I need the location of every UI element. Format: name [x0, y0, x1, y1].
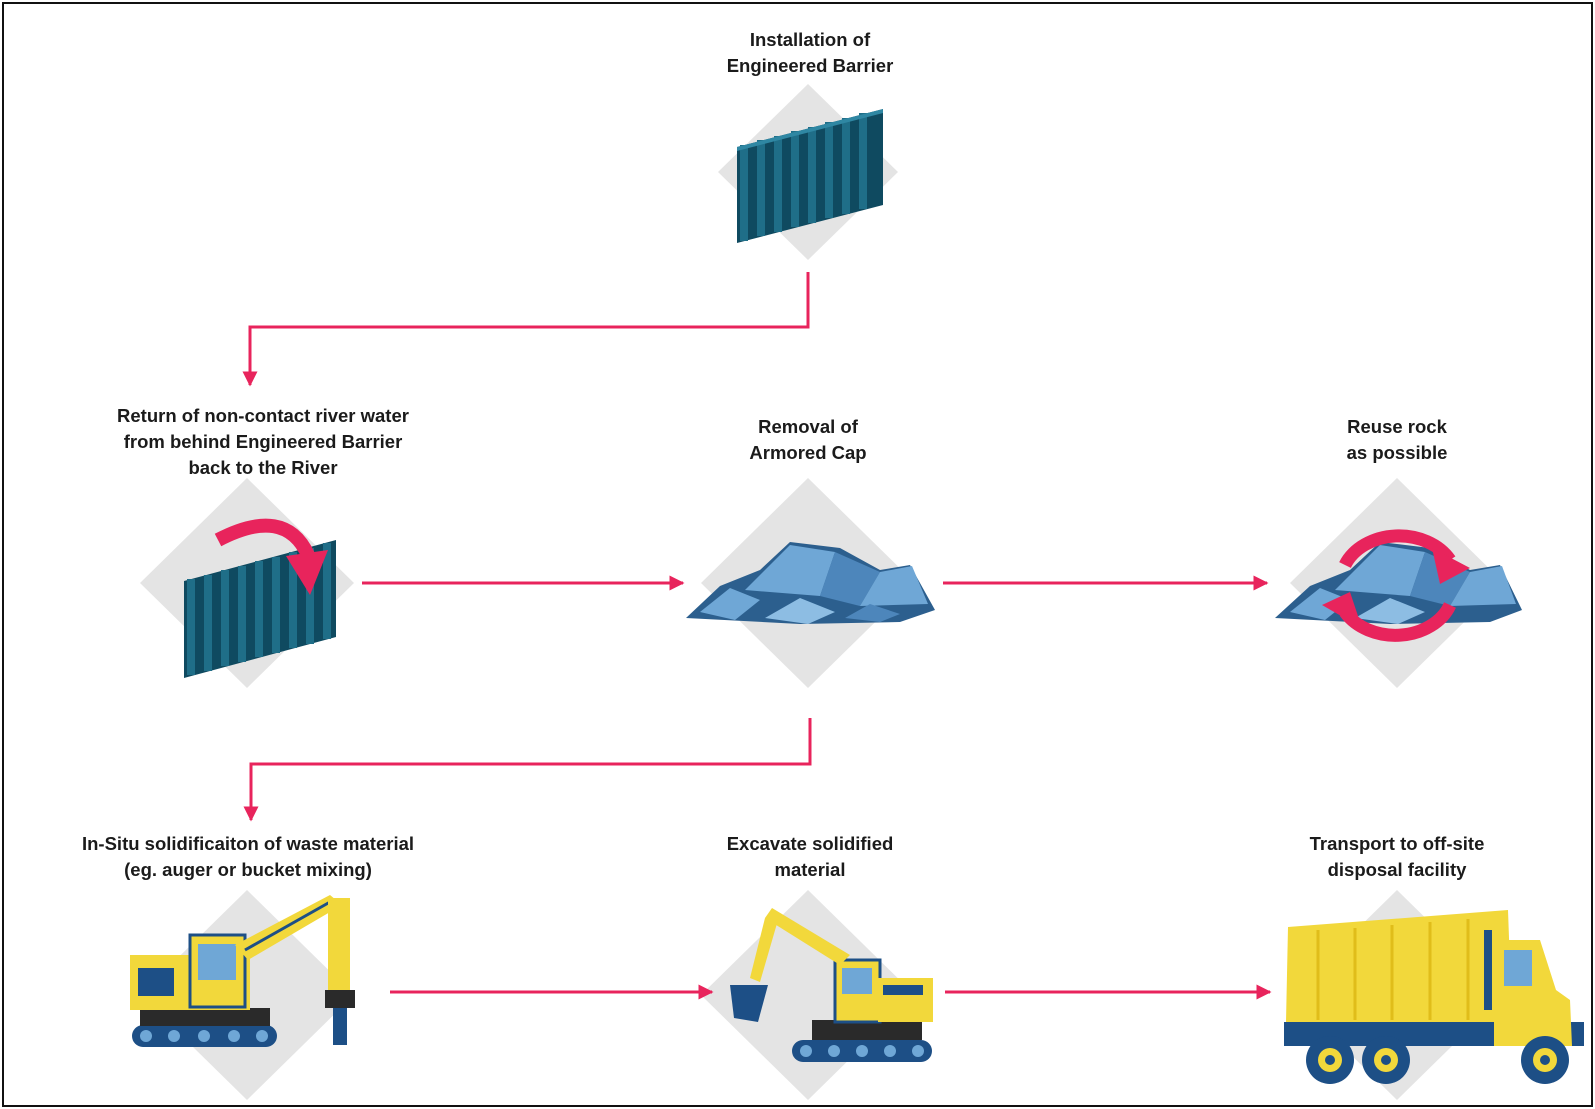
label-return-water-line2: from behind Engineered Barrier	[123, 431, 403, 452]
excavator-icon	[730, 908, 933, 1062]
rock-pile-icon	[686, 542, 935, 624]
rock-recycle-icon	[1275, 529, 1522, 642]
label-removal-line1: Removal of	[758, 416, 858, 437]
label-transport-line2: disposal facility	[1327, 859, 1467, 880]
label-transport: Transport to off-site disposal facility	[1310, 831, 1485, 883]
dump-truck-icon	[1284, 910, 1584, 1084]
sheet-pile-barrier-icon	[737, 109, 883, 243]
label-excavate-line2: material	[774, 859, 846, 880]
label-barrier: Installation of Engineered Barrier	[727, 27, 894, 79]
connectors	[242, 272, 1272, 1000]
label-solidification: In-Situ solidificaiton of waste material…	[82, 831, 414, 883]
auger-rig-icon	[130, 895, 355, 1047]
label-excavate-line1: Excavate solidified	[726, 833, 894, 854]
label-solidification-line1: In-Situ solidificaiton of waste material	[81, 833, 415, 854]
arrow-removal-to-solidification	[243, 718, 812, 822]
label-reuse-line2: as possible	[1346, 442, 1448, 463]
barrier-with-return-arrow-icon	[184, 518, 336, 678]
arrow-barrier-to-return	[242, 272, 810, 387]
label-solidification-line2: (eg. auger or bucket mixing)	[124, 859, 372, 880]
label-transport-line1: Transport to off-site	[1309, 833, 1485, 854]
label-reuse: Reuse rock as possible	[1347, 414, 1448, 466]
label-return-water: Return of non-contact river water from b…	[117, 403, 409, 481]
label-removal: Removal of Armored Cap	[749, 414, 866, 466]
label-removal-line2: Armored Cap	[749, 442, 867, 463]
label-return-water-line1: Return of non-contact river water	[117, 405, 409, 426]
label-excavate: Excavate solidified material	[727, 831, 894, 883]
label-barrier-line1: Installation of	[749, 29, 871, 50]
label-reuse-line1: Reuse rock	[1347, 416, 1447, 437]
label-return-water-line3: back to the River	[188, 457, 338, 478]
label-barrier-line2: Engineered Barrier	[726, 55, 894, 76]
